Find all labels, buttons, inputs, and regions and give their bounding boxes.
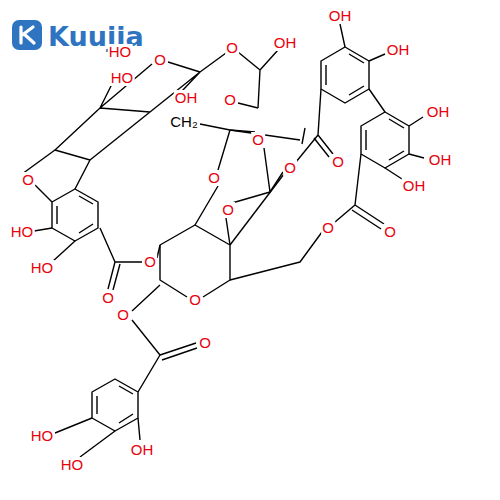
atom-label: O <box>143 254 157 270</box>
atom-label: OH <box>402 178 427 194</box>
atom-label: HO <box>110 70 135 86</box>
atom-label: O <box>321 220 335 236</box>
atom-label: O <box>21 172 35 188</box>
atom-label: OH <box>428 152 453 168</box>
atom-label: O <box>331 154 345 170</box>
atom-label: O <box>251 132 265 148</box>
atom-label: OH <box>328 8 353 24</box>
atom-label: OH <box>130 442 155 458</box>
atom-label: O <box>223 92 237 108</box>
atom-label: O <box>225 40 239 56</box>
atom-label: O <box>198 335 212 351</box>
atom-label: OH <box>273 35 298 51</box>
atom-label: O <box>383 224 397 240</box>
atom-label: O <box>207 170 221 186</box>
atom-label: HO <box>108 44 133 60</box>
atom-label: O <box>116 307 130 323</box>
atom-label: O <box>283 160 297 176</box>
atom-label: HO <box>30 260 55 276</box>
atom-label: HO <box>10 224 35 240</box>
atom-label: CH₂ <box>169 114 199 130</box>
atom-label: OH <box>386 42 411 58</box>
atom-label: O <box>221 202 235 218</box>
atom-label: HO <box>30 428 55 444</box>
atom-label: O <box>188 292 202 308</box>
atom-label: O <box>153 52 167 68</box>
atom-label: O <box>101 290 115 306</box>
atom-label: HO <box>60 457 85 473</box>
atom-label: OH <box>174 90 199 106</box>
atom-label: OH <box>426 104 451 120</box>
